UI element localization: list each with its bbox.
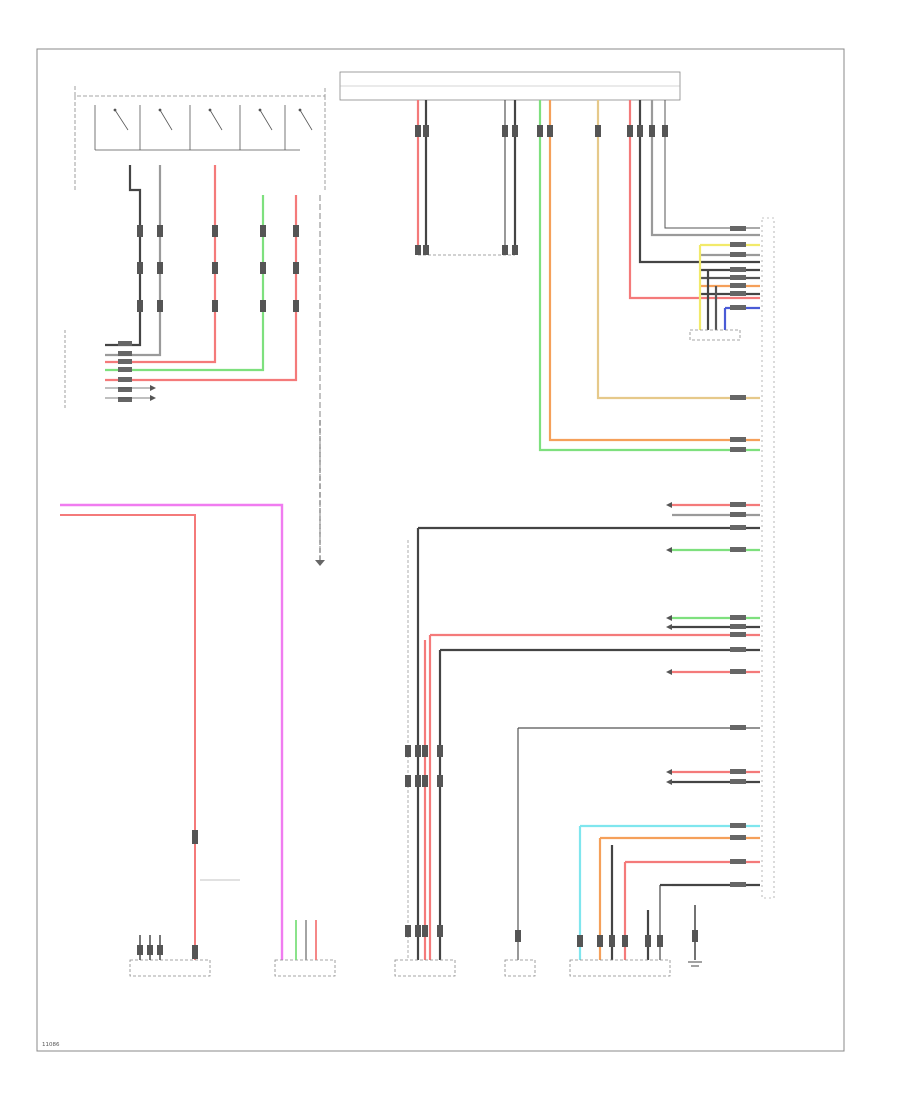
top-strip-connectors — [415, 125, 668, 255]
lower-center-bundle — [407, 528, 442, 960]
right-mid-connectors — [730, 502, 746, 887]
right-main-connector — [730, 217, 775, 899]
left-switch-connectors — [137, 225, 299, 312]
diagram-frame — [36, 48, 845, 1052]
ground-symbol — [688, 905, 702, 967]
right-upper-subconnector-housing — [689, 329, 741, 341]
lower-left-component-a — [129, 935, 211, 977]
lower-center-housing — [394, 959, 456, 977]
right-mid-wires — [418, 503, 760, 887]
left-switch-wires — [105, 165, 321, 560]
lower-middle-wire — [504, 728, 536, 977]
lower-right-housing — [569, 959, 671, 977]
lower-left-connectors — [192, 830, 240, 959]
right-mid-arrows — [666, 502, 672, 785]
left-connector-block — [64, 330, 156, 410]
top-connector-strip — [339, 71, 681, 101]
footer-code: 11086 — [42, 1042, 60, 1048]
center-ground-line — [315, 420, 325, 566]
lower-right-connectors — [577, 935, 663, 947]
left-switch-block — [74, 86, 326, 190]
lower-left-wires — [60, 503, 284, 960]
lower-center-connectors — [405, 745, 443, 937]
lower-left-component-b — [274, 920, 336, 977]
